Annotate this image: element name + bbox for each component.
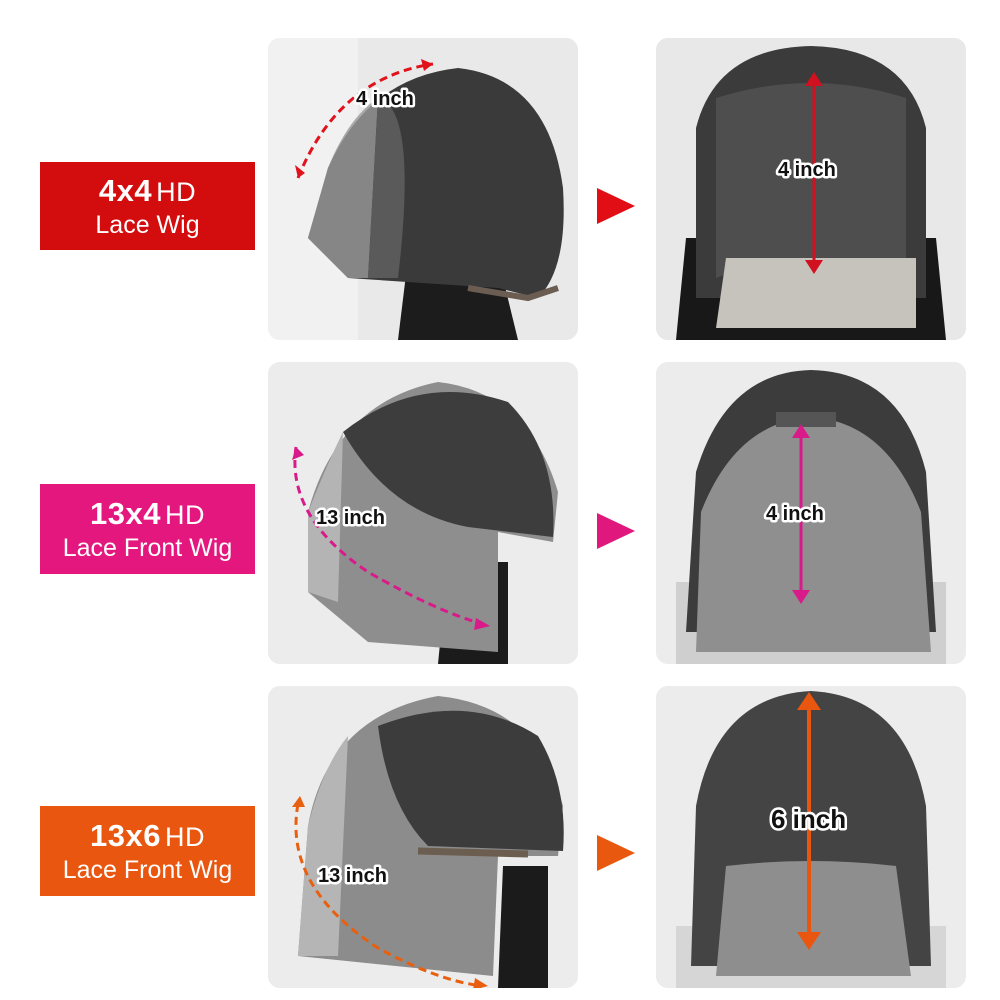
measure-label: 4 inch: [778, 159, 836, 181]
arrow-right-icon: [597, 513, 635, 549]
measure-label: 13 inch: [318, 865, 387, 887]
arrow-right-icon: [597, 188, 635, 224]
label-subtitle: Lace Front Wig: [62, 533, 233, 562]
photo-13x4-side-view: 13 inch: [268, 362, 578, 664]
photo-4x4-side-view: 4 inch: [268, 38, 578, 340]
measure-label: 13 inch: [316, 507, 385, 529]
photo-4x4-top-view: 4 inch: [656, 38, 966, 340]
label-subtitle: Lace Wig: [95, 210, 200, 239]
photo-13x4-top-view: 4 inch: [656, 362, 966, 664]
measure-label: 6 inch: [771, 804, 846, 834]
arrow-right-icon: [597, 835, 635, 871]
measure-label: 4 inch: [766, 503, 824, 525]
measure-label: 4 inch: [356, 88, 414, 110]
photo-13x6-side-view: 13 inch: [268, 686, 578, 988]
label-subtitle: Lace Front Wig: [62, 855, 233, 884]
photo-13x6-top-view: 6 inch: [656, 686, 966, 988]
